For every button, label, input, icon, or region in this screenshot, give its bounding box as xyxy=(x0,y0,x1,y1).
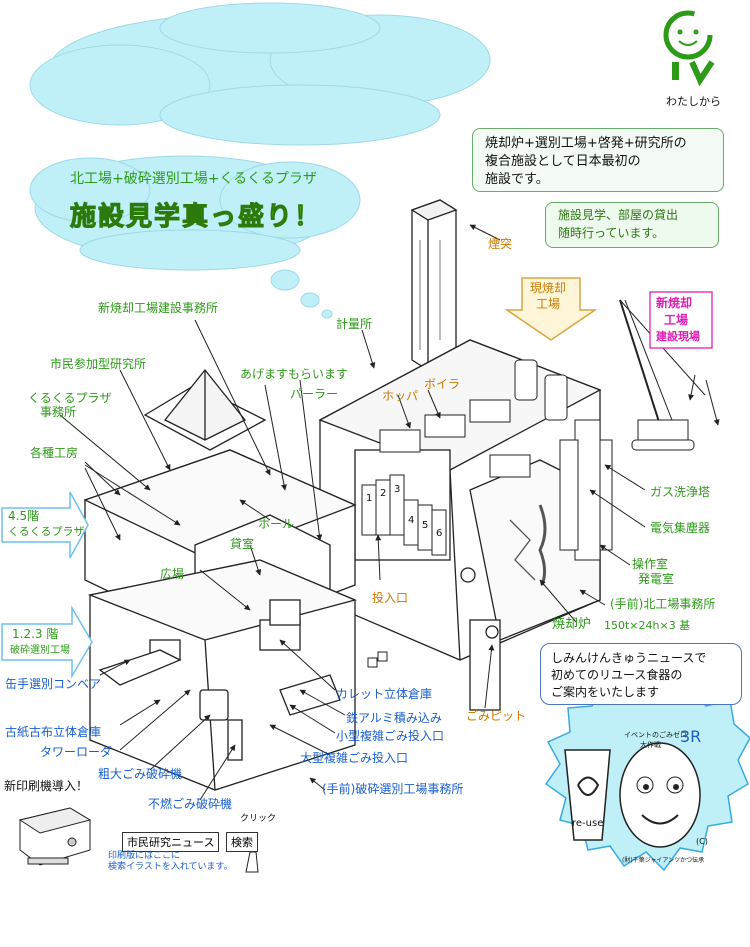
tour-callout: 施設見学、部屋の貸出 随時行っています。 xyxy=(545,202,719,248)
label-workshops: 各種工房 xyxy=(30,446,79,460)
label-waste-pit: ごみピット xyxy=(466,709,527,723)
label-furnace-spec: 150t×24h×3 基 xyxy=(604,619,691,632)
click-hand xyxy=(245,851,259,873)
current-plant-arrow xyxy=(504,277,598,341)
label-cullet: カレット立体倉庫 xyxy=(336,687,433,701)
printer-illustration xyxy=(18,807,92,866)
reuse-line-1: しみんけんきゅうニュースで xyxy=(551,651,707,665)
small-crates xyxy=(367,651,388,668)
label-hall: ホール xyxy=(258,517,295,531)
label-scale-house: 計量所 xyxy=(336,317,373,331)
intro-line-3: 施設です。 xyxy=(485,172,549,187)
label-nonburnable-crusher: 不燃ごみ破砕機 xyxy=(148,797,233,811)
page-title: 施設見学真っ盛り！ xyxy=(69,202,323,233)
boiler-units xyxy=(379,359,568,478)
bin-number-4: 4 xyxy=(408,515,415,526)
thought-cloud-top xyxy=(29,2,491,146)
label-plaza-office-2: 事務所 xyxy=(40,405,77,419)
label-bulky-crusher: 粗大ごみ破砕機 xyxy=(98,767,183,781)
tour-line-2: 随時行っています。 xyxy=(558,226,665,240)
label-boiler: ボイラ xyxy=(424,377,461,391)
chimney xyxy=(410,199,458,371)
mascot-face xyxy=(619,742,701,848)
bin-number-5: 5 xyxy=(422,520,429,531)
search-button[interactable]: 検索 xyxy=(226,832,258,852)
watashikara-logo xyxy=(663,10,715,87)
bin-number-1: 1 xyxy=(366,493,373,504)
floors-45-sublabel: くるくるプラザ xyxy=(8,525,85,538)
floors-123-label: 1.2.3 階 xyxy=(12,627,59,641)
bin-number-6: 6 xyxy=(436,528,443,539)
label-furnace: 焼却炉 xyxy=(552,617,592,632)
new-plant-label-2: 工場 xyxy=(664,313,689,327)
floors-45-arrow xyxy=(1,491,89,559)
label-hopper: ホッパ xyxy=(382,389,419,403)
label-crusher-office: (手前)破砕選別工場事務所 xyxy=(322,782,464,796)
new-plant-label-3: 建設現場 xyxy=(656,330,700,343)
title-cloud xyxy=(29,155,361,271)
printer-heading: 新印刷機導入！ xyxy=(4,779,89,793)
current-plant-label-1: 現焼却 xyxy=(530,281,567,295)
label-manual-conveyor: 缶手選別コンベア xyxy=(5,677,102,691)
logo-caption: わたしから xyxy=(666,95,721,108)
label-parlor: パーラー xyxy=(290,387,339,401)
gas-scrubber-units xyxy=(559,419,613,561)
construction-crane xyxy=(619,299,706,451)
badge-bottom: (財)千葉ジャイアンツかつ伝承 xyxy=(622,857,705,864)
badge-top: イベントのごみゼロ xyxy=(624,731,687,739)
intro-callout: 焼却炉+選別工場+啓発+研究所の 複合施設として日本最初の 施設です。 xyxy=(472,128,724,192)
cup-label: re-use xyxy=(572,818,604,829)
reuse-cup xyxy=(564,749,611,841)
printer-note-1: 印刷版にはここに xyxy=(108,851,181,861)
label-plaza-office-1: くるくるプラザ xyxy=(28,391,112,405)
new-plant-label-1: 新焼却 xyxy=(656,296,693,310)
bin-number-2: 2 xyxy=(380,488,387,499)
label-rental-room: 貸室 xyxy=(230,537,255,551)
floors-123-arrow xyxy=(1,605,93,679)
bin-number-3: 3 xyxy=(394,484,401,495)
printer-note-2: 検索イラストを入れています。 xyxy=(108,862,233,872)
label-gas-scrubber: ガス洗浄塔 xyxy=(650,485,711,499)
label-new-office: 新焼却工場建設事務所 xyxy=(98,301,219,315)
label-chimney: 煙突 xyxy=(488,237,513,251)
copyright: (C) xyxy=(696,837,708,846)
label-large-mixed: 大型複雑ごみ投入口 xyxy=(300,751,409,765)
label-paper-cloth: 古紙古布立体倉庫 xyxy=(5,725,102,739)
new-plant-box xyxy=(649,291,713,349)
label-research-lab: 市民参加型研究所 xyxy=(50,357,147,371)
badge-name: 大作戦 xyxy=(640,741,661,749)
click-label: クリック xyxy=(240,814,277,824)
waste-bins xyxy=(361,474,447,556)
label-precipitator: 電気集塵器 xyxy=(650,521,711,535)
news-label-box: 市民研究ニュース xyxy=(122,832,220,852)
floors-123-sublabel: 破砕選別工場 xyxy=(10,645,70,656)
label-tower-loader: タワーローダ xyxy=(40,745,113,759)
label-iron-al: 鉄アルミ積み込み xyxy=(346,711,442,725)
intro-line-1: 焼却炉+選別工場+啓発+研究所の xyxy=(485,136,687,151)
label-small-mixed: 小型複雑ごみ投入口 xyxy=(336,729,445,743)
reuse-line-2: 初めてのリユース食器の xyxy=(551,668,683,682)
label-inlet: 投入口 xyxy=(372,591,409,605)
label-control-room-1: 操作室 xyxy=(632,557,669,571)
label-giveaway: あげますもらいます xyxy=(240,367,349,381)
tour-line-1: 施設見学、部屋の貸出 xyxy=(558,208,679,222)
leader-lines xyxy=(59,224,720,801)
header-subtitle: 北工場+破砕選別工場+くるくるプラザ xyxy=(70,171,317,187)
reuse-line-3: ご案内をいたします xyxy=(551,685,660,699)
current-plant-label-2: 工場 xyxy=(536,297,561,311)
label-square: 広場 xyxy=(160,567,185,581)
label-control-room-2: 発電室 xyxy=(638,572,675,586)
badge-3r: 3R xyxy=(680,727,702,746)
reuse-callout: しみんけんきゅうニュースで 初めてのリユース食器の ご案内をいたします xyxy=(540,643,742,705)
floors-45-label: 4.5階 xyxy=(8,509,40,523)
intro-line-2: 複合施設として日本最初の xyxy=(485,154,641,169)
label-north-office: (手前)北工場事務所 xyxy=(610,597,716,611)
thought-bubbles xyxy=(270,269,333,319)
